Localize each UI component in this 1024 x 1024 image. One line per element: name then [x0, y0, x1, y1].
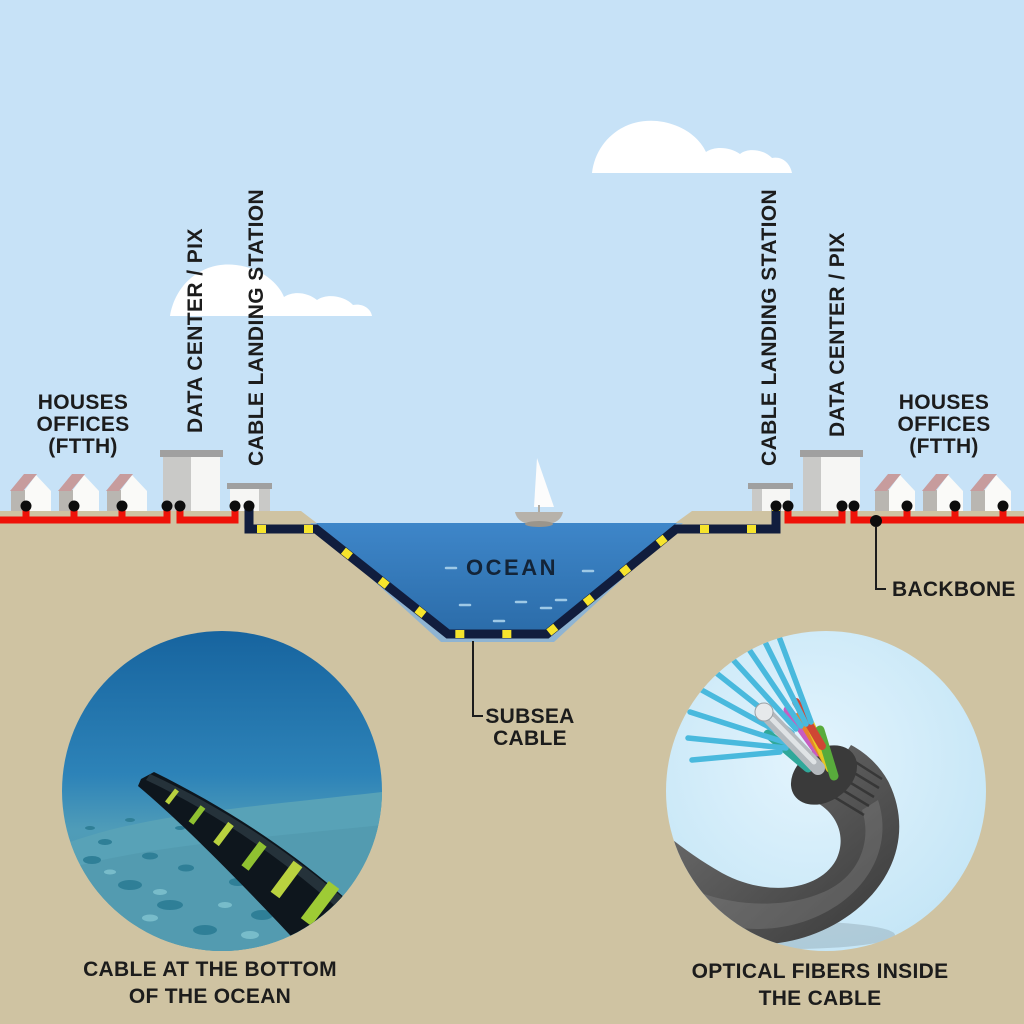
fiber-center-pin — [754, 702, 825, 775]
sailboat-icon — [515, 458, 563, 527]
backbone-label: BACKBONE — [892, 578, 1016, 601]
ocean-label: OCEAN — [466, 555, 558, 580]
caption-optical-fibers: OPTICAL FIBERS INSIDE THE CABLE — [691, 960, 949, 1010]
data-center-label-left: DATA CENTER / PIX — [184, 228, 207, 433]
wave-marks — [444, 566, 595, 623]
subsea-cable-connector-line — [472, 641, 483, 717]
backbone-node — [870, 515, 882, 527]
caption-cable-ocean-floor: CABLE AT THE BOTTOM OF THE OCEAN — [83, 958, 337, 1008]
houses-right — [874, 474, 1011, 511]
backbone-connector-line — [875, 527, 886, 590]
subsea-cable-markers — [245, 507, 780, 638]
cloud-right — [592, 120, 792, 173]
data-center-left — [160, 450, 223, 511]
houses-label-right: HOUSES OFFICES (FTTH) — [897, 391, 991, 458]
photo-optical-fibers — [666, 631, 986, 951]
backbone-cable — [0, 506, 1024, 524]
ocean-water — [316, 523, 677, 633]
houses-label-left: HOUSES OFFICES (FTTH) — [36, 391, 130, 458]
data-center-label-right: DATA CENTER / PIX — [826, 232, 849, 437]
cloud-left — [170, 264, 372, 316]
fiber-cable-body — [666, 745, 900, 945]
cable-landing-station-label-left: CABLE LANDING STATION — [245, 188, 268, 466]
photo-cable-ocean-floor — [62, 631, 382, 951]
cable-landing-station-label-right: CABLE LANDING STATION — [758, 188, 781, 466]
subsea-cable-label: SUBSEA CABLE — [485, 705, 575, 750]
connection-nodes — [20, 500, 1009, 527]
